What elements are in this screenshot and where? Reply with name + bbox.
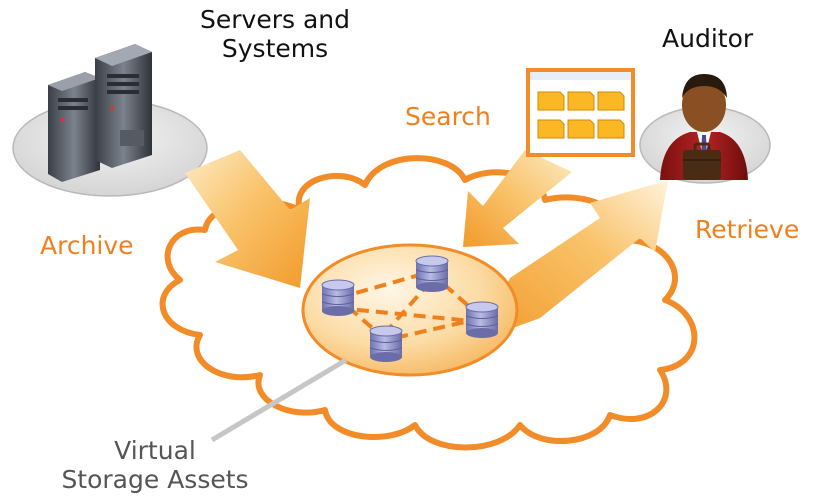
database-icon <box>465 301 499 338</box>
archive-arrow <box>185 150 310 288</box>
database-icon <box>321 279 355 316</box>
database-icon <box>369 325 403 362</box>
servers-label: Servers and Systems <box>175 5 375 64</box>
auditor-person-icon <box>660 74 748 180</box>
storage-label-line2: Storage Assets <box>61 464 249 494</box>
servers-label-line1: Servers and <box>200 5 350 34</box>
server-tower-icon <box>48 44 152 182</box>
auditor-label: Auditor <box>662 24 754 53</box>
search-arrow <box>463 150 572 247</box>
virtual-storage-pool <box>301 243 519 377</box>
storage-callout-line <box>210 357 348 443</box>
retrieve-label: Retrieve <box>695 215 800 244</box>
storage-label-line1: Virtual <box>114 436 196 465</box>
servers-label-line2: Systems <box>221 33 329 63</box>
search-results-window-icon <box>526 68 635 157</box>
search-label: Search <box>405 102 491 131</box>
database-icon <box>415 255 449 292</box>
storage-label: Virtual Storage Assets <box>40 436 270 495</box>
retrieve-arrow <box>480 180 668 340</box>
archive-label: Archive <box>40 231 134 260</box>
